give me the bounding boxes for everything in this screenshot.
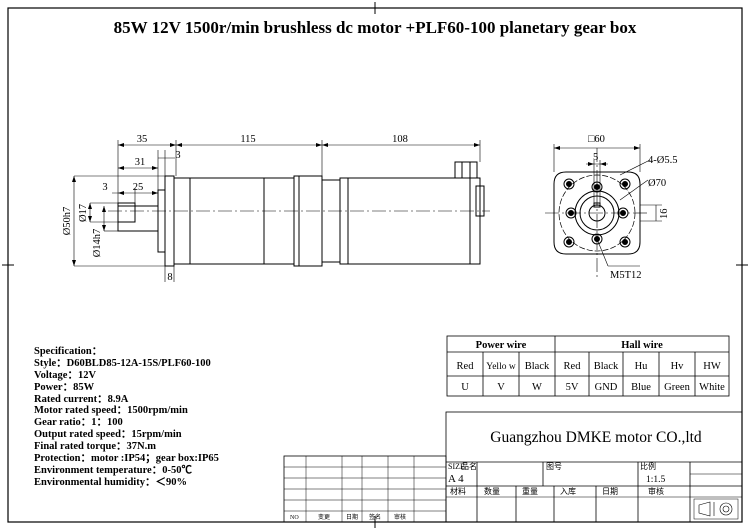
scale-value: 1:1.5 <box>646 475 666 485</box>
power-color-1: Red <box>457 361 475 372</box>
title-block <box>283 411 743 523</box>
dim-108: 108 <box>392 134 408 145</box>
hall-code-3: Blue <box>631 382 651 393</box>
hall-color-5: HW <box>703 361 721 372</box>
pcd-circle <box>558 174 636 252</box>
output-shaft <box>117 205 159 232</box>
power-code-2: V <box>497 382 505 393</box>
scale-label: 比例 <box>640 461 656 471</box>
title-block-text: SIZE 品名 A 4 图号 比例 1:1.5 材料 数量 重量 入库 日期 审… <box>290 461 666 521</box>
front-view <box>545 144 662 278</box>
spec-line-heading: Specification： <box>34 346 103 357</box>
dim-31: 31 <box>135 157 146 168</box>
wire-table-text: Power wire Hall wire Red Yello w Black R… <box>457 340 726 393</box>
rev-col-signature: 签名 <box>369 513 381 521</box>
spec-line-current: Rated current：8.9A <box>34 393 129 405</box>
spec-line-style: Style：D60BLD85-12A-15S/PLF60-100 <box>34 357 211 369</box>
power-code-3: W <box>532 382 542 393</box>
terminal-box <box>454 161 478 179</box>
quantity-label: 数量 <box>484 486 500 496</box>
power-wire-header: Power wire <box>476 340 527 351</box>
gearbox-body <box>173 177 295 265</box>
shaft-circle <box>588 204 606 222</box>
dim-3-lower: 3 <box>102 182 107 193</box>
specification-list: Specification： Style：D60BLD85-12A-15S/PL… <box>34 346 219 489</box>
spec-line-output-speed: Output rated speed：15rpm/min <box>34 429 182 441</box>
spec-line-temperature: Environment temperature：0-50℃ <box>34 464 192 476</box>
spec-line-power: Power：85W <box>34 381 95 393</box>
power-code-1: U <box>461 382 469 393</box>
mounting-holes <box>563 178 631 248</box>
date-label: 日期 <box>602 487 618 496</box>
inbound-label: 入库 <box>560 486 576 496</box>
motor-front <box>321 179 341 263</box>
spec-line-voltage: Voltage：12V <box>34 369 97 381</box>
company-name: Guangzhou DMKE motor CO.,ltd <box>490 429 702 446</box>
review-label: 审核 <box>648 486 664 496</box>
dim-square-60: □60 <box>588 134 605 145</box>
hall-code-2: GND <box>595 382 618 393</box>
weight-label: 重量 <box>522 486 538 496</box>
hall-color-1: Red <box>564 361 582 372</box>
square-flange <box>553 171 641 255</box>
dim-phi17: Ø17 <box>78 204 89 222</box>
spec-line-gear-ratio: Gear ratio：1：100 <box>34 417 123 429</box>
hall-code-4: Green <box>664 382 690 393</box>
size-value: A 4 <box>448 473 464 485</box>
spec-line-motor-speed: Motor rated speed：1500rpm/min <box>34 405 188 417</box>
dim-8: 8 <box>167 272 172 283</box>
rev-col-change: 变更 <box>318 513 330 521</box>
dim-phi70: Ø70 <box>648 178 666 189</box>
rev-col-date: 日期 <box>346 513 358 521</box>
name-label: 品名 <box>461 461 477 471</box>
spec-line-torque: Final rated torque：37N.m <box>34 441 157 453</box>
dim-phi14h7: Ø14h7 <box>92 229 103 258</box>
shaft-collar <box>157 189 166 253</box>
dim-thread: M5T12 <box>610 270 642 281</box>
dim-115: 115 <box>240 134 255 145</box>
dim-16: 16 <box>659 209 670 220</box>
side-view <box>72 140 490 282</box>
dim-35: 35 <box>137 134 148 145</box>
hall-code-5: White <box>699 382 725 393</box>
hall-color-2: Black <box>594 361 619 372</box>
dim-5: 5 <box>593 152 598 163</box>
dim-25: 25 <box>133 182 144 193</box>
dim-phi50h7: Ø50h7 <box>62 207 73 236</box>
power-color-3: Black <box>525 361 550 372</box>
pilot-circle <box>574 190 620 236</box>
rev-col-review: 审核 <box>394 513 406 521</box>
motor-body <box>339 177 481 265</box>
hall-wire-header: Hall wire <box>621 340 663 351</box>
hall-color-4: Hv <box>671 361 685 372</box>
rev-col-no: NO <box>290 515 299 521</box>
size-label: SIZE <box>448 462 465 471</box>
power-color-2: Yello w <box>486 362 516 372</box>
spec-line-humidity: Environmental humidity：＜90% <box>34 476 187 488</box>
drawing-number-label: 图号 <box>546 462 562 471</box>
side-view-labels: 35 115 108 3 31 3 25 8 Ø50h7 Ø17 Ø14h7 <box>62 134 408 283</box>
mounting-plate <box>293 175 323 267</box>
dim-3-upper: 3 <box>175 150 180 161</box>
drawing-title: 85W 12V 1500r/min brushless dc motor +PL… <box>113 18 637 37</box>
material-label: 材料 <box>450 486 466 496</box>
spec-line-protection: Protection：motor :IP54；gear box:IP65 <box>34 453 219 465</box>
hall-color-3: Hu <box>635 361 649 372</box>
hall-code-1: 5V <box>566 382 579 393</box>
wire-table <box>446 335 730 397</box>
front-view-labels: □60 5 4-Ø5.5 Ø70 16 M5T12 <box>588 134 677 281</box>
gearbox-flange <box>164 175 175 267</box>
dim-holes: 4-Ø5.5 <box>648 155 677 166</box>
